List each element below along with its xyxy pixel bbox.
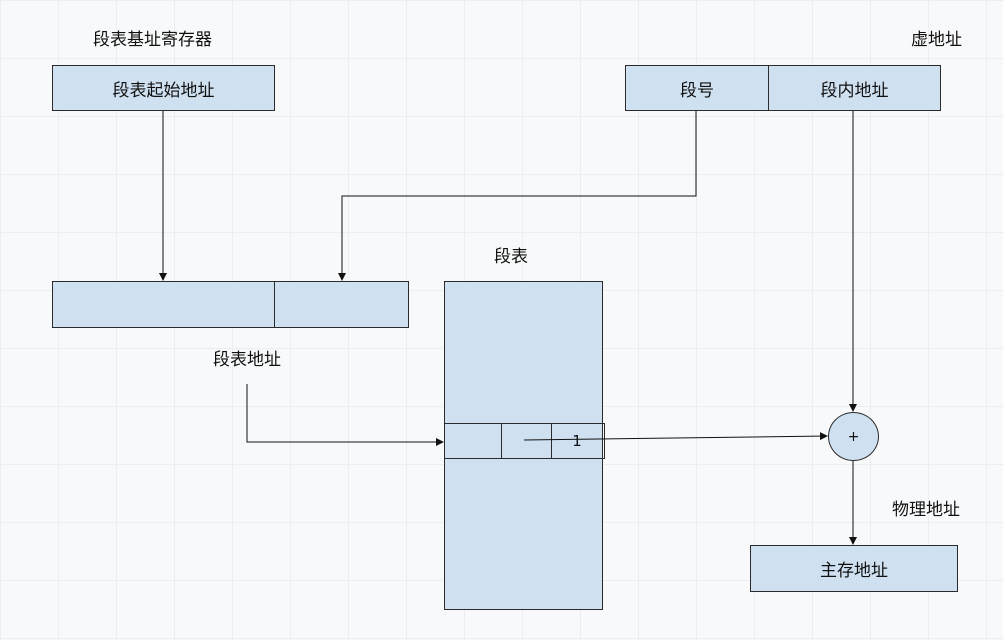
segment-table-start-address-text: 段表起始地址 (112, 80, 215, 101)
entry-divider-2 (551, 424, 552, 458)
arrow-entry-to-adder (523, 432, 828, 441)
segment-table-start-address-box: 段表起始地址 (52, 65, 275, 111)
segment-table-label: 段表 (494, 247, 528, 267)
segment-table-address-label: 段表地址 (213, 350, 281, 370)
arrow-table-address-to-entry (246, 384, 444, 446)
main-memory-address-box: 主存地址 (750, 545, 958, 592)
adder-symbol: + (847, 428, 860, 445)
virtual-address-divider (768, 66, 769, 110)
main-memory-address-text: 主存地址 (820, 561, 888, 581)
segment-table-base-register-label: 段表基址寄存器 (93, 30, 212, 50)
adder-circle: + (828, 412, 879, 461)
entry-divider-1 (501, 424, 502, 458)
segment-number-cell: 段号 (626, 66, 768, 110)
virtual-address-label: 虚地址 (911, 30, 962, 50)
arrow-segment-number-to-table-address (338, 111, 697, 281)
segment-number-text: 段号 (680, 80, 714, 101)
segment-table-entry: 1 (444, 423, 605, 459)
entry-field-3: 1 (552, 424, 602, 458)
virtual-address-box: 段号 段内地址 (625, 65, 941, 111)
segment-table-address-box (52, 281, 409, 328)
segment-table-address-divider (274, 282, 275, 327)
physical-address-label: 物理地址 (892, 500, 960, 520)
in-segment-address-cell: 段内地址 (769, 66, 940, 110)
entry-field-3-text: 1 (572, 432, 582, 450)
segment-table: 1 (444, 281, 605, 610)
in-segment-address-text: 段内地址 (820, 80, 889, 101)
